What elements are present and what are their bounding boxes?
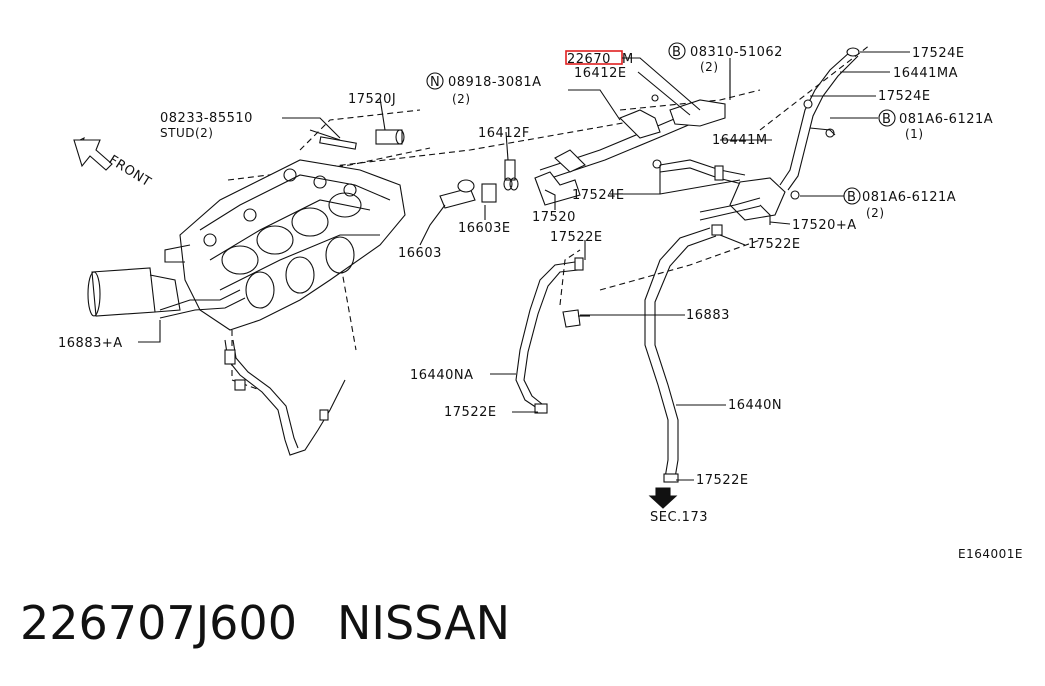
svg-text:N: N [430, 75, 440, 90]
bolt-b-icon: B [843, 187, 861, 205]
caption: 226707J600 NISSAN [20, 596, 510, 650]
label-081a6-1-qty: (1) [905, 127, 924, 141]
hose-16441m [652, 159, 746, 185]
label-22670m-suffix: M [622, 52, 634, 67]
label-17522e-c: 17522E [444, 405, 497, 420]
bolt-b-icon: B [668, 42, 686, 60]
front-label: FRONT [106, 153, 154, 191]
caption-brand: NISSAN [336, 596, 511, 650]
hose-16440na [515, 257, 584, 414]
label-081a6-2: 081A6-6121A [862, 190, 956, 205]
bolt-b-icon: B [878, 109, 896, 127]
leader-lines [138, 51, 910, 481]
front-arrow-icon [73, 136, 113, 171]
injector-16603 [439, 159, 519, 209]
label-16883: 16883 [686, 308, 730, 323]
label-17524e-top: 17524E [912, 46, 965, 61]
stud-and-cap [309, 129, 405, 150]
label-16603: 16603 [398, 246, 442, 261]
label-08233-85510: 08233-85510 [160, 111, 253, 126]
nut-n-icon: N [426, 72, 444, 90]
label-16412f: 16412F [478, 126, 530, 141]
label-08918-qty: (2) [452, 92, 471, 106]
label-17520: 17520 [532, 210, 576, 225]
label-16440n: 16440N [728, 398, 782, 413]
label-17522e-a: 17522E [550, 230, 603, 245]
label-16883a: 16883+A [58, 336, 123, 351]
sec-arrow-icon [648, 487, 678, 509]
label-17522e-d: 17522E [696, 473, 749, 488]
label-16440na: 16440NA [410, 368, 473, 383]
hose-16883a [159, 289, 346, 456]
hose-16440n [644, 224, 723, 483]
label-08310-qty: (2) [700, 60, 719, 74]
connector-16883 [562, 309, 590, 328]
svg-text:B: B [847, 190, 856, 205]
hose-16441ma [779, 47, 860, 191]
fuel-rail [534, 70, 731, 206]
label-081a6-2-qty: (2) [866, 206, 885, 220]
label-16412e: 16412E [574, 66, 627, 81]
svg-text:B: B [672, 45, 681, 60]
caption-part-number: 226707J600 [20, 596, 297, 650]
svg-text:B: B [882, 112, 891, 127]
label-081a6-1: 081A6-6121A [899, 112, 993, 127]
label-22670-visible: 22670 [567, 52, 611, 67]
drawing-code: E164001E [958, 547, 1023, 561]
label-17522e-b: 17522E [748, 237, 801, 252]
label-16441ma: 16441MA [893, 66, 958, 81]
throttle-body [87, 267, 181, 317]
label-sec-173: SEC.173 [650, 510, 708, 525]
label-16603e: 16603E [458, 221, 511, 236]
valve-17520a [699, 177, 800, 225]
label-17524e-2: 17524E [878, 89, 931, 104]
label-08310-51062: 08310-51062 [690, 45, 783, 60]
label-16441m: 16441M [712, 133, 768, 148]
intake-manifold [164, 159, 406, 331]
label-stud: STUD(2) [160, 126, 213, 140]
label-17524e-3: 17524E [572, 188, 625, 203]
label-17520j: 17520J [348, 92, 396, 107]
label-17520a: 17520+A [792, 218, 857, 233]
label-08918-3081a: 08918-3081A [448, 75, 542, 90]
